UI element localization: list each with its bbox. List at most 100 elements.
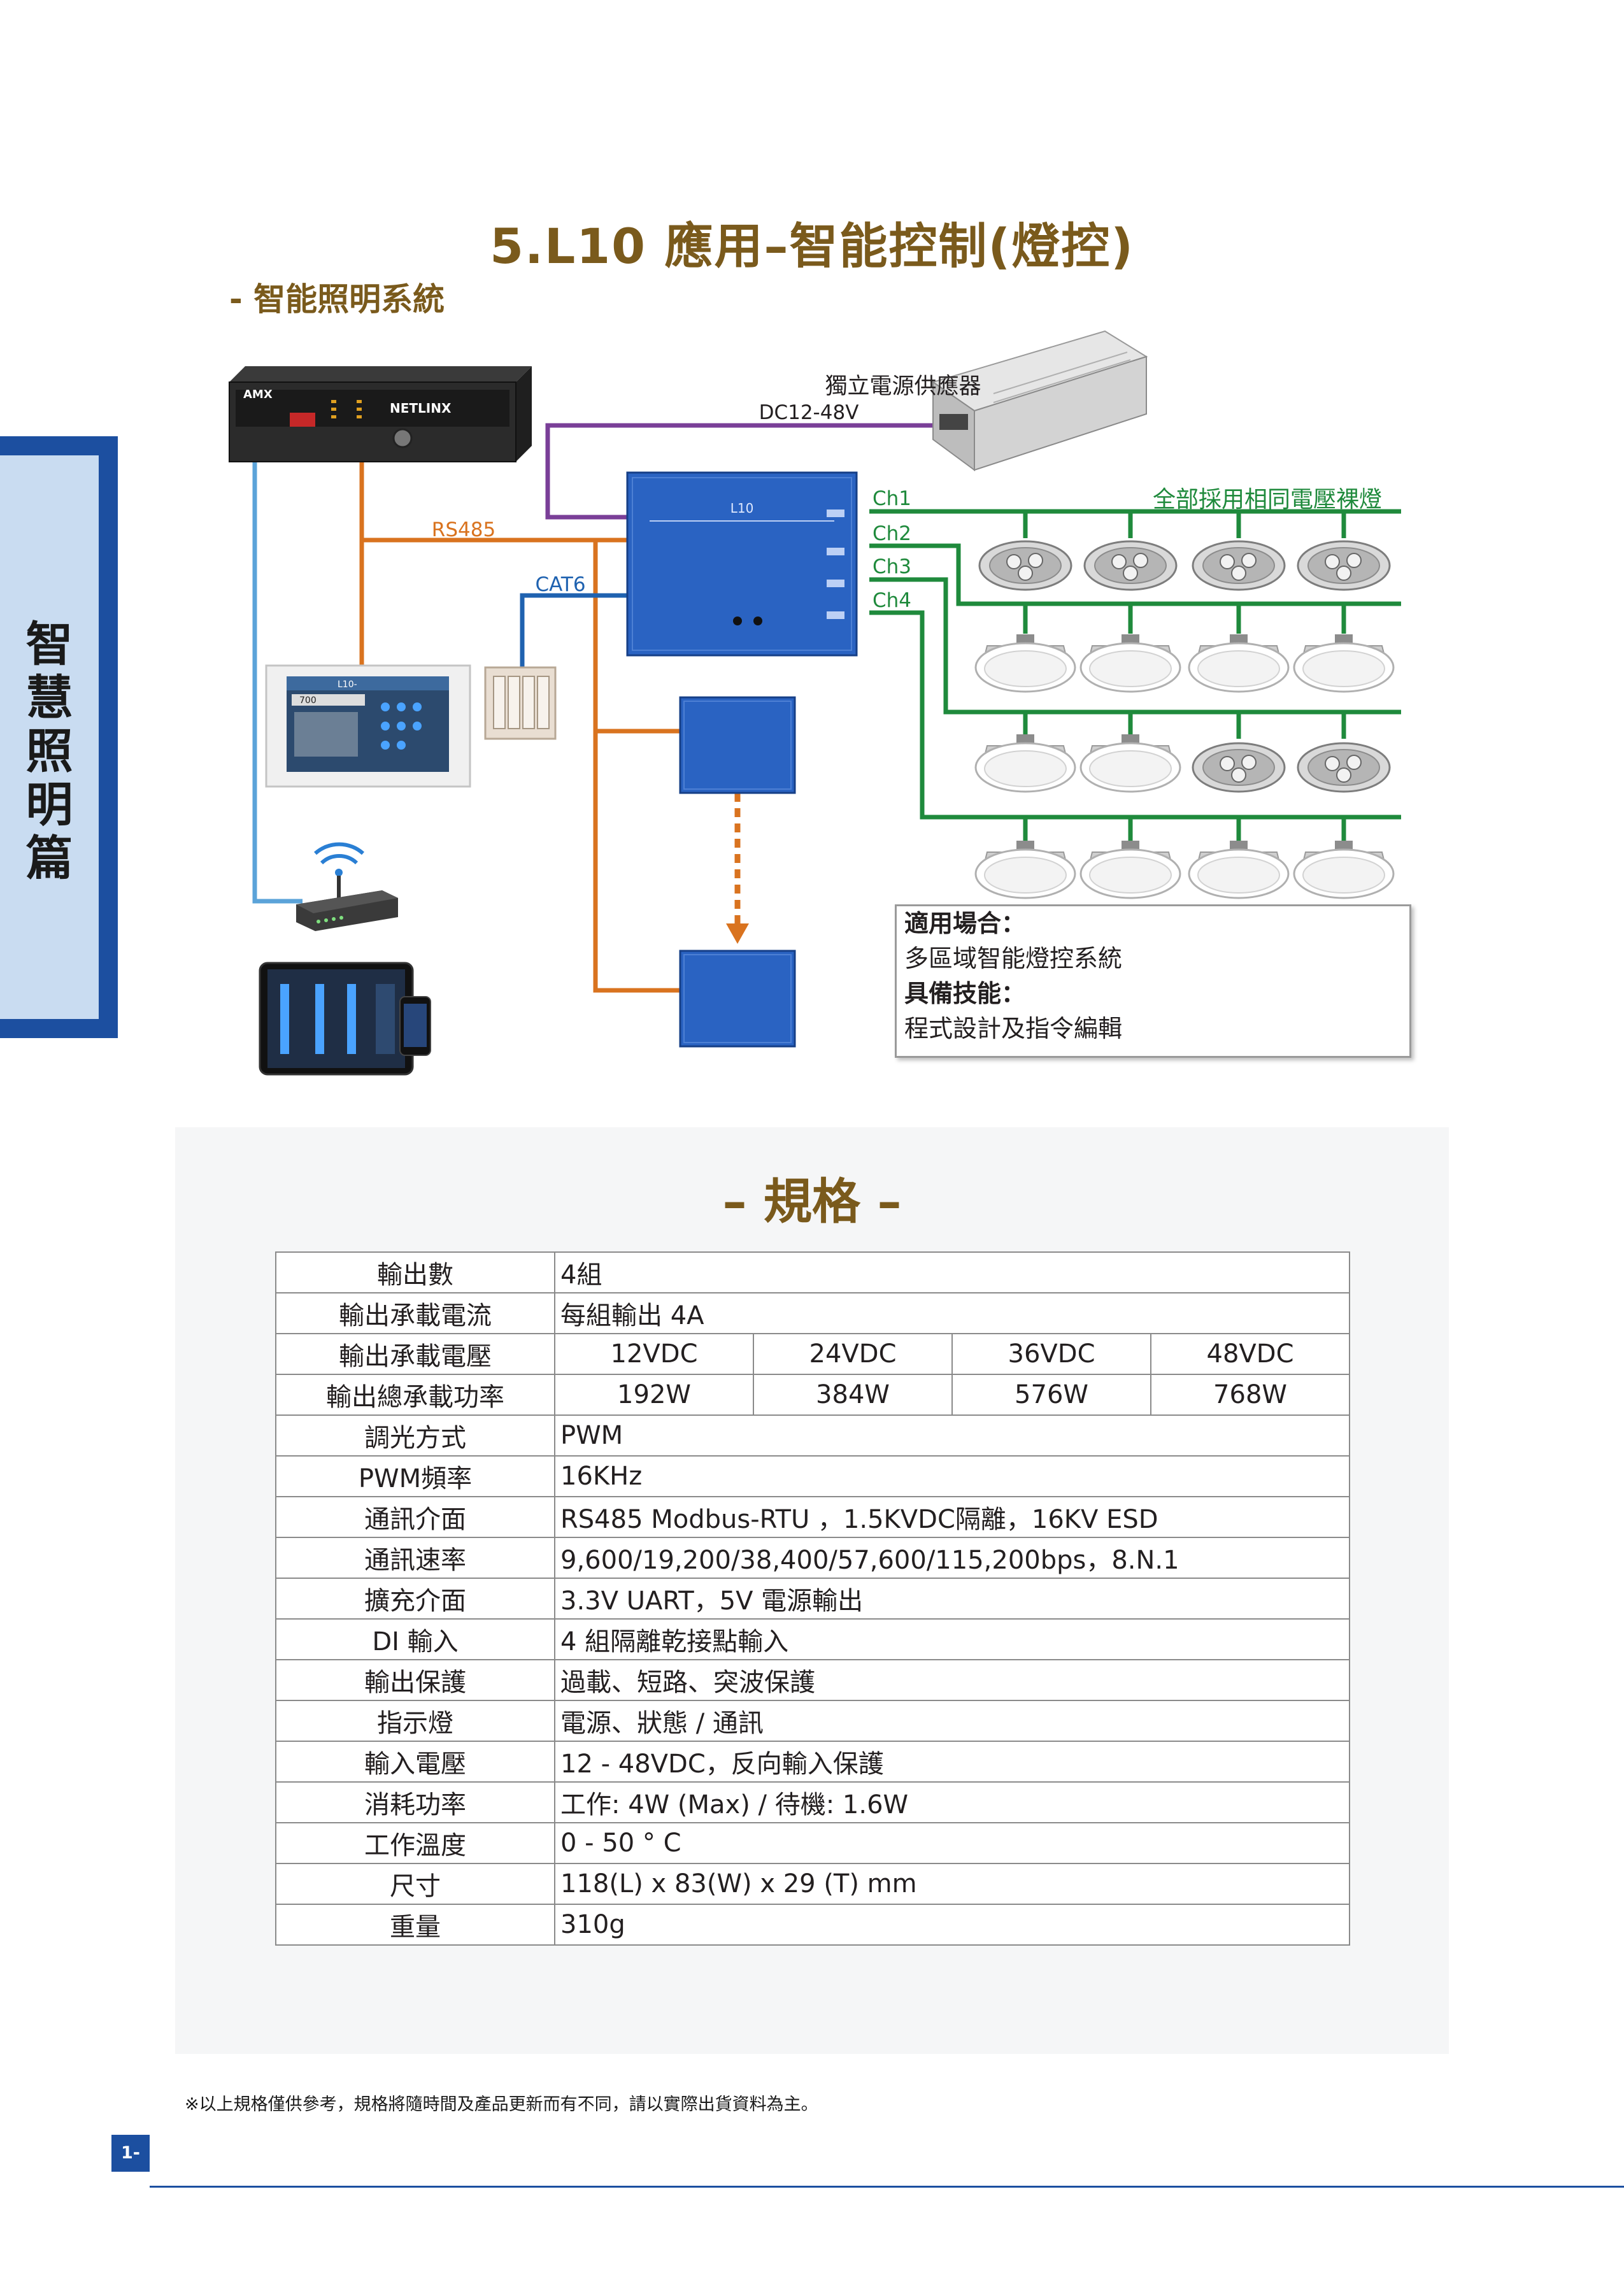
spec-value: 過載、短路、突波保護	[554, 1659, 1350, 1701]
lamp-row-4	[974, 839, 1395, 899]
spec-row: 消耗功率工作: 4W (Max) / 待機: 1.6W	[275, 1781, 1350, 1823]
chapter-sidebar-tab: 智慧照明篇	[0, 436, 118, 1038]
spec-value: 768W	[1150, 1374, 1350, 1416]
spec-row: 指示燈電源、狀態 / 通訊	[275, 1700, 1350, 1742]
netlinx-label: NETLINX	[390, 401, 452, 416]
l10-main-controller: L10	[626, 471, 858, 657]
power-supply-label: 獨立電源供應器	[825, 374, 981, 399]
lamp-row-2	[974, 633, 1395, 693]
spec-value: 4 組隔離乾接點輸入	[554, 1618, 1350, 1660]
spec-label: 消耗功率	[275, 1781, 555, 1823]
l10-expansion-module-1	[679, 696, 796, 794]
spec-value: 電源、狀態 / 通訊	[554, 1700, 1350, 1742]
footnote: ※以上規格僅供參考，規格將隨時間及產品更新而有不同，請以實際出貨資料為主。	[185, 2095, 818, 2114]
spec-label: 擴充介面	[275, 1578, 555, 1620]
spec-value: 118(L) x 83(W) x 29 (T) mm	[554, 1863, 1350, 1905]
page-title: 5.L10 應用–智能控制(燈控)	[490, 218, 1134, 274]
spec-value: 工作: 4W (Max) / 待機: 1.6W	[554, 1781, 1350, 1823]
wall-touch-panel: L10- 700	[265, 664, 471, 788]
channel-2-label: Ch2	[873, 522, 911, 545]
channel-3-label: Ch3	[873, 555, 911, 578]
l10-expansion-module-2	[679, 950, 796, 1048]
spec-value: 192W	[554, 1374, 754, 1416]
spec-value: 4組	[554, 1251, 1350, 1293]
spec-value: 36VDC	[951, 1333, 1151, 1375]
spec-label: 輸出承載電壓	[275, 1333, 555, 1375]
spec-value: RS485 Modbus-RTU ，1.5KVDC隔離，16KV ESD	[554, 1496, 1350, 1538]
info-heading-usage: 適用場合：	[904, 909, 1026, 937]
spec-label: 輸出數	[275, 1251, 555, 1293]
spec-label: 輸出承載電流	[275, 1292, 555, 1334]
smartphone-device	[399, 996, 431, 1056]
spec-label: 通訊速率	[275, 1537, 555, 1579]
spec-value: 9,600/19,200/38,400/57,600/115,200bps，8.…	[554, 1537, 1350, 1579]
wifi-router	[296, 842, 398, 931]
spec-value: 310g	[554, 1904, 1350, 1946]
spec-label: 通訊介面	[275, 1496, 555, 1538]
lamp-row-1	[978, 540, 1391, 591]
system-diagram: AMX NETLINX L10 L10- 700	[229, 330, 1401, 1076]
spec-value: 0 - 50 ° C	[554, 1822, 1350, 1864]
spec-label: 指示燈	[275, 1700, 555, 1742]
spec-value: 16KHz	[554, 1455, 1350, 1497]
power-supply-unit	[931, 330, 1148, 471]
touch-panel-title: L10-	[338, 680, 357, 690]
spec-label: 調光方式	[275, 1414, 555, 1457]
spec-value: 12VDC	[554, 1333, 754, 1375]
info-text-usage: 多區域智能燈控系統	[904, 944, 1123, 973]
spec-value: 24VDC	[753, 1333, 953, 1375]
page-number: 1-31	[111, 2135, 150, 2200]
footer-rule	[150, 2186, 1624, 2188]
spec-label: 工作溫度	[275, 1822, 555, 1864]
spec-label: 輸出總承載功率	[275, 1374, 555, 1416]
channel-4-label: Ch4	[873, 589, 911, 612]
wall-switch	[484, 666, 557, 740]
touch-panel-value: 700	[299, 695, 317, 706]
spec-value: 384W	[753, 1374, 953, 1416]
application-info-box: 適用場合： 多區域智能燈控系統 具備技能： 程式設計及指令編輯	[895, 904, 1411, 1058]
spec-title: – 規格 –	[722, 1173, 902, 1230]
chapter-sidebar-inner: 智慧照明篇	[0, 455, 99, 1019]
spec-value: 每組輸出 4A	[554, 1292, 1350, 1334]
lamps-note-label: 全部採用相同電壓裸燈	[1153, 487, 1382, 513]
l10-controller-label: L10	[730, 501, 754, 516]
spec-value: 576W	[951, 1374, 1151, 1416]
info-heading-skills: 具備技能：	[904, 980, 1026, 1008]
tablet-device	[259, 962, 414, 1076]
spec-label: 輸出保護	[275, 1659, 555, 1701]
spec-value: 3.3V UART，5V 電源輸出	[554, 1578, 1350, 1620]
power-voltage-label: DC12-48V	[759, 401, 859, 424]
rs485-label: RS485	[432, 518, 495, 541]
spec-label: DI 輸入	[275, 1618, 555, 1660]
spec-label: 尺寸	[275, 1863, 555, 1905]
netlinx-controller: AMX NETLINX	[229, 366, 532, 462]
spec-label: PWM頻率	[275, 1455, 555, 1497]
chapter-label: 智慧照明篇	[25, 617, 73, 886]
spec-value: 48VDC	[1150, 1333, 1350, 1375]
channel-1-label: Ch1	[873, 487, 911, 510]
section-subtitle: - 智能照明系統	[229, 281, 445, 318]
spec-value: 12 - 48VDC，反向輸入保護	[554, 1741, 1350, 1783]
spec-row: 輸出承載電流每組輸出 4A	[275, 1292, 1350, 1334]
info-text-skills: 程式設計及指令編輯	[904, 1015, 1123, 1043]
spec-row: 輸出保護過載、短路、突波保護	[275, 1659, 1350, 1701]
cat6-label: CAT6	[535, 573, 585, 596]
spec-value: PWM	[554, 1414, 1350, 1457]
spec-label: 輸入電壓	[275, 1741, 555, 1783]
spec-label: 重量	[275, 1904, 555, 1946]
lamp-row-3	[974, 733, 1391, 793]
